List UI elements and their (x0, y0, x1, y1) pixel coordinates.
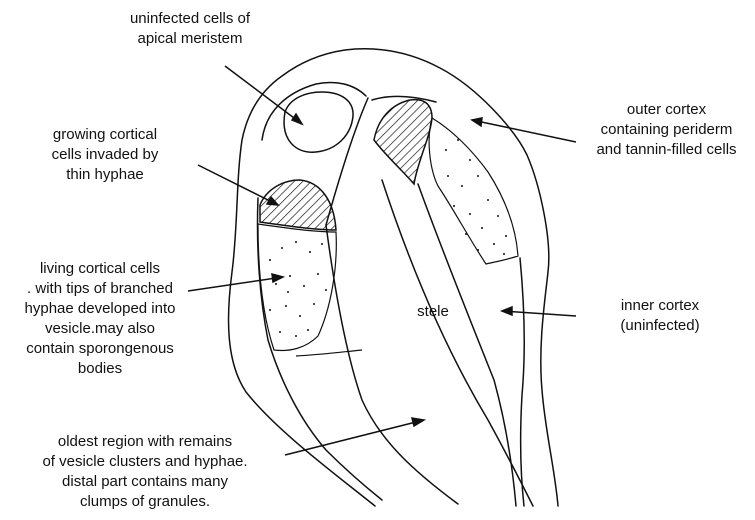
leader-oldest-region (285, 420, 424, 455)
living-cortical-lower-line (296, 350, 362, 356)
left-cortex-wall (257, 198, 382, 500)
arrowhead-apical-meristem (292, 114, 302, 124)
apical-meristem-region (284, 92, 353, 152)
stipple-dots (269, 139, 507, 337)
outer-cortex-hatched (374, 100, 432, 184)
living-cortical-region (258, 224, 336, 350)
leader-growing-cortical (198, 165, 278, 205)
leader-living-cortical (188, 277, 283, 291)
arrowhead-living-cortical (272, 274, 283, 282)
leader-outer-cortex (472, 120, 576, 142)
label-apical-meristem: uninfected cells of apical meristem (100, 9, 280, 49)
inner-cortex-wall-outer (520, 258, 524, 506)
stele-left-wall-lower (326, 225, 458, 504)
stele-left-wall (326, 98, 368, 225)
label-growing-cortical: growing cortical cells invaded by thin h… (20, 125, 190, 185)
arrowhead-outer-cortex (472, 118, 482, 126)
arrowhead-oldest-region (412, 418, 424, 426)
label-oldest-region: oldest region with remains of vesicle cl… (20, 432, 270, 512)
arrowhead-inner-cortex (502, 307, 512, 315)
label-stele: stele (405, 302, 461, 322)
leader-inner-cortex (502, 311, 576, 316)
label-outer-cortex: outer cortex containing periderm and tan… (578, 100, 755, 160)
label-inner-cortex: inner cortex (uninfected) (590, 296, 730, 336)
outer-cortex-stippled-region (429, 118, 518, 264)
tip-inner-boundary (262, 83, 366, 141)
label-living-cortical: living cortical cells . with tips of bra… (0, 259, 200, 379)
